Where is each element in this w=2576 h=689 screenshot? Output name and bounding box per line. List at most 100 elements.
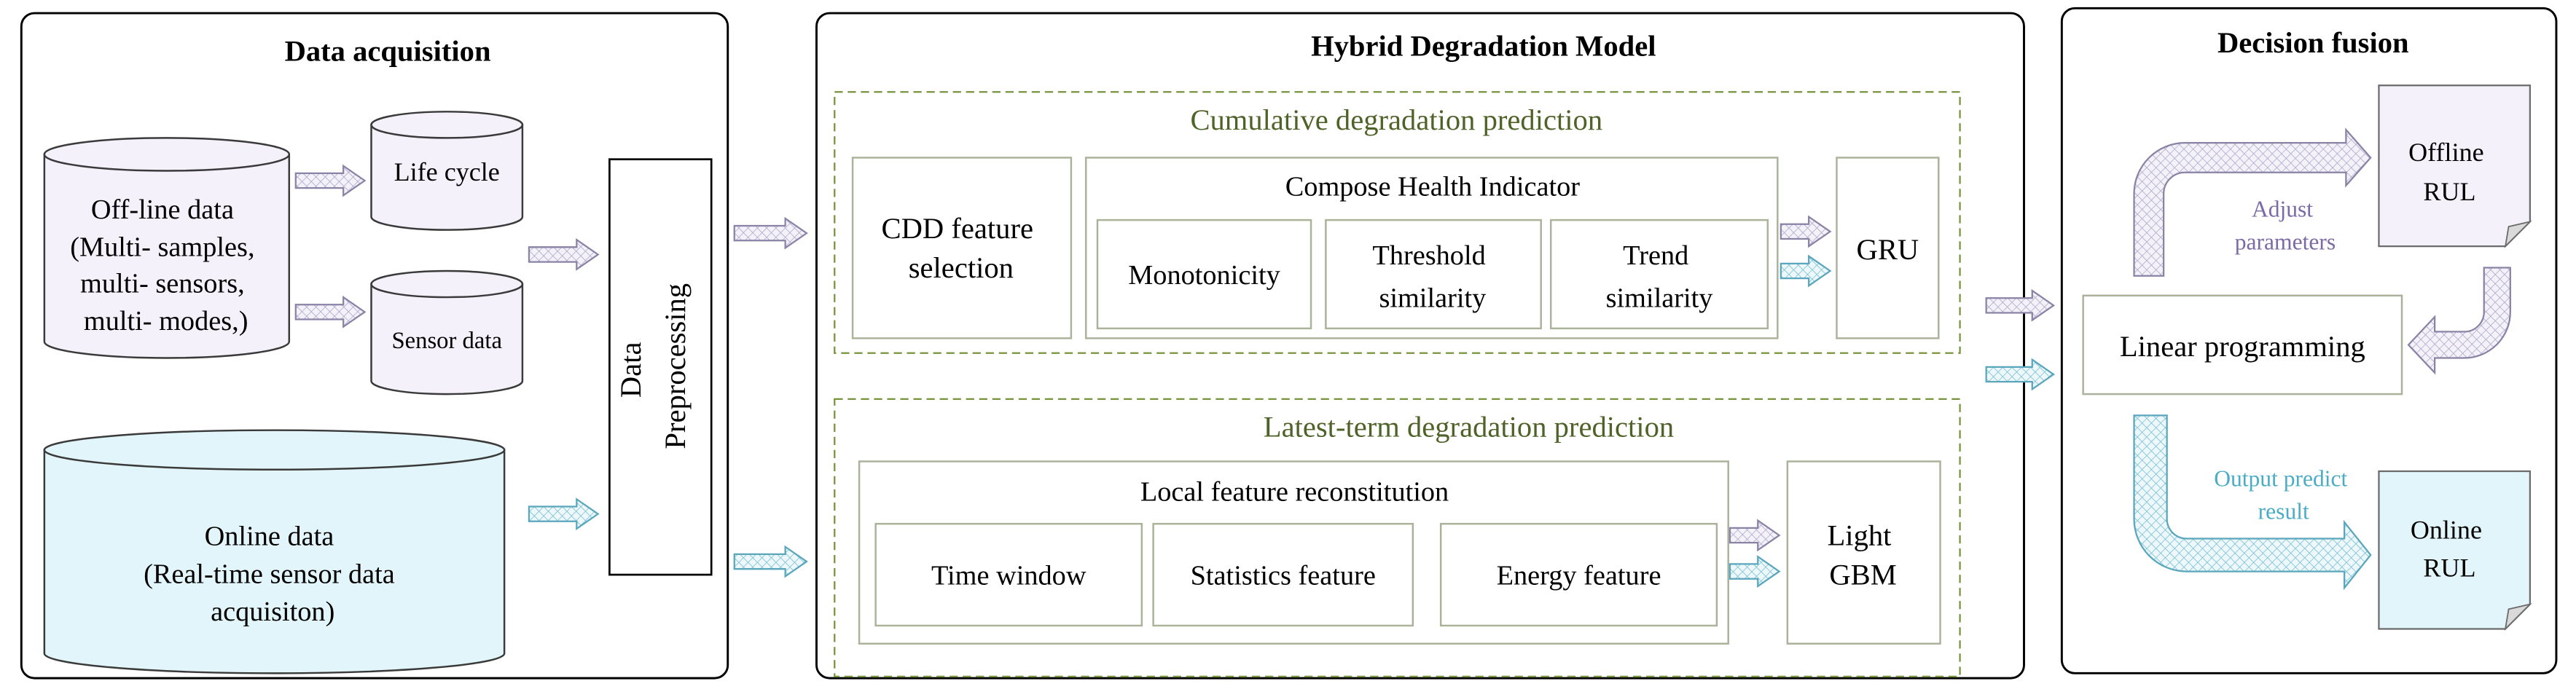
health-indicator-title: Compose Health Indicator xyxy=(1285,171,1581,202)
offline-data-cylinder-body xyxy=(43,153,291,359)
data-preprocessing-frame xyxy=(608,158,713,576)
lightgbm-label: Light GBM xyxy=(1828,519,1899,591)
sensor-data-cylinder: Sensor data xyxy=(370,269,524,395)
energy-feature-box xyxy=(1439,522,1718,627)
data-preprocessing-line: Preprocessing xyxy=(659,283,692,449)
online-data-cylinder-body xyxy=(43,449,506,674)
lightgbm-line: GBM xyxy=(1829,559,1896,591)
data-acquisition-panel: Data acquisition Off-line data (Multi- s… xyxy=(20,12,729,680)
trend-similarity-label: Trend similarity xyxy=(1606,240,1713,314)
statistics-feature-label: Statistics feature xyxy=(1191,561,1376,591)
offline-rul-document: Offline RUL xyxy=(2378,84,2532,248)
lightgbm-line: Light xyxy=(1828,519,1892,551)
offline-data-cylinder-top xyxy=(43,137,291,172)
output-predict-result-line: result xyxy=(2258,498,2309,524)
arrow-preprocessing-to-cumulative xyxy=(733,216,808,250)
lightgbm-frame xyxy=(1786,460,1941,645)
arrow-output-predict-result xyxy=(2133,414,2372,591)
online-data-cylinder: Online data (Real-time sensor data acqui… xyxy=(43,429,506,674)
time-window-box xyxy=(874,522,1143,627)
online-data-line: (Real-time sensor data xyxy=(144,559,395,589)
threshold-similarity-line: Threshold xyxy=(1372,240,1485,271)
threshold-similarity-box xyxy=(1325,218,1542,330)
local-feature-title: Local feature reconstitution xyxy=(1140,477,1449,508)
hybrid-model-title: Hybrid Degradation Model xyxy=(1311,30,1656,63)
energy-feature-label: Energy feature xyxy=(1497,561,1661,591)
output-predict-result-label: Output predict result xyxy=(2214,465,2353,524)
offline-data-label: Off-line data (Multi- samples, multi- se… xyxy=(70,194,262,336)
offline-data-line: multi- modes,) xyxy=(84,306,248,336)
decision-fusion-panel: Decision fusion Offline RUL Adjust param… xyxy=(2060,7,2558,674)
latest-term-title: Latest-term degradation prediction xyxy=(1264,411,1674,444)
life-cycle-label: Life cycle xyxy=(394,157,500,186)
arrow-offline-to-life-cycle xyxy=(294,164,367,197)
linear-programming-label: Linear programming xyxy=(2120,330,2365,363)
sensor-data-label: Sensor data xyxy=(391,328,502,354)
adjust-parameters-label: Adjust parameters xyxy=(2235,197,2336,255)
trend-similarity-line: similarity xyxy=(1606,283,1713,314)
online-rul-document: Online RUL xyxy=(2378,470,2532,631)
adjust-parameters-line: parameters xyxy=(2235,229,2336,255)
arrow-local-feature-to-lightgbm xyxy=(1729,519,1781,552)
statistics-feature-box xyxy=(1152,522,1414,627)
online-rul-line: Online xyxy=(2411,515,2482,544)
time-window-label: Time window xyxy=(931,561,1087,591)
sensor-data-cylinder-body xyxy=(370,283,524,395)
latest-term-section: Latest-term degradation prediction Local… xyxy=(834,398,1961,677)
life-cycle-cylinder: Life cycle xyxy=(370,111,524,231)
arrow-local-feature-to-lightgbm-online xyxy=(1729,555,1781,588)
online-rul-document-shape xyxy=(2378,470,2532,630)
online-data-label: Online data (Real-time sensor data acqui… xyxy=(144,521,402,627)
arrow-offline-rul-to-linear-programming xyxy=(2407,267,2511,375)
offline-rul-fold-icon xyxy=(2504,220,2532,248)
arrow-adjust-parameters xyxy=(2133,127,2372,277)
arrow-offline-to-preprocessing xyxy=(528,238,600,271)
decision-fusion-title: Decision fusion xyxy=(2217,26,2409,59)
data-preprocessing-label: Data Preprocessing xyxy=(614,283,692,449)
cdd-feature-selection-frame xyxy=(851,157,1073,339)
cumulative-dashed-frame xyxy=(834,91,1961,354)
lightgbm-box: Light GBM xyxy=(1786,460,1941,645)
trend-similarity-box xyxy=(1549,218,1769,330)
data-preprocessing-box: Data Preprocessing xyxy=(608,158,713,576)
hybrid-model-panel: Hybrid Degradation Model Cumulative degr… xyxy=(815,12,2025,680)
adjust-parameters-line: Adjust xyxy=(2252,197,2313,222)
linear-programming-frame xyxy=(2082,294,2403,395)
arrow-preprocessing-to-latest xyxy=(733,545,808,578)
linear-programming-box: Linear programming xyxy=(2082,294,2403,395)
online-data-line: Online data xyxy=(205,521,334,551)
cdd-feature-selection-box: CDD feature selection xyxy=(851,157,1073,339)
arrow-model-to-fusion xyxy=(1985,288,2056,322)
health-indicator-box: Compose Health Indicator Monotonicity Th… xyxy=(1084,157,1779,339)
life-cycle-cylinder-body xyxy=(370,124,524,231)
arrow-offline-to-sensor-data xyxy=(294,295,367,328)
offline-data-line: multi- sensors, xyxy=(80,268,245,299)
online-rul-fold-icon xyxy=(2504,603,2532,631)
monotonicity-label: Monotonicity xyxy=(1128,260,1280,291)
output-predict-result-line: Output predict xyxy=(2214,465,2347,491)
data-acquisition-title: Data acquisition xyxy=(285,34,491,67)
arrow-model-to-fusion-online xyxy=(1985,358,2056,391)
gru-label: GRU xyxy=(1857,233,1919,266)
threshold-similarity-label: Threshold similarity xyxy=(1372,240,1492,314)
gru-frame xyxy=(1836,157,1940,339)
cdd-feature-selection-label: CDD feature selection xyxy=(882,212,1041,284)
latest-term-dashed-frame xyxy=(834,398,1961,677)
arrow-health-indicator-to-gru xyxy=(1780,215,1832,248)
cumulative-section: Cumulative degradation prediction CDD fe… xyxy=(834,91,1961,354)
online-data-cylinder-top xyxy=(43,429,506,471)
offline-data-line: (Multi- samples, xyxy=(70,232,254,263)
online-rul-line: RUL xyxy=(2423,553,2475,582)
arrow-online-to-preprocessing xyxy=(528,497,600,531)
cdd-feature-selection-line: CDD feature xyxy=(882,212,1033,245)
online-data-line: acquisiton) xyxy=(211,597,334,627)
threshold-similarity-line: similarity xyxy=(1379,283,1486,314)
offline-rul-label: Offline RUL xyxy=(2408,138,2491,206)
cumulative-title: Cumulative degradation prediction xyxy=(1190,103,1602,136)
offline-rul-line: Offline xyxy=(2408,138,2484,167)
offline-rul-line: RUL xyxy=(2423,177,2475,206)
trend-similarity-line: Trend xyxy=(1623,240,1688,271)
offline-data-cylinder: Off-line data (Multi- samples, multi- se… xyxy=(43,137,291,359)
local-feature-box: Local feature reconstitution Time window… xyxy=(858,460,1729,645)
online-rul-label: Online RUL xyxy=(2411,515,2489,582)
